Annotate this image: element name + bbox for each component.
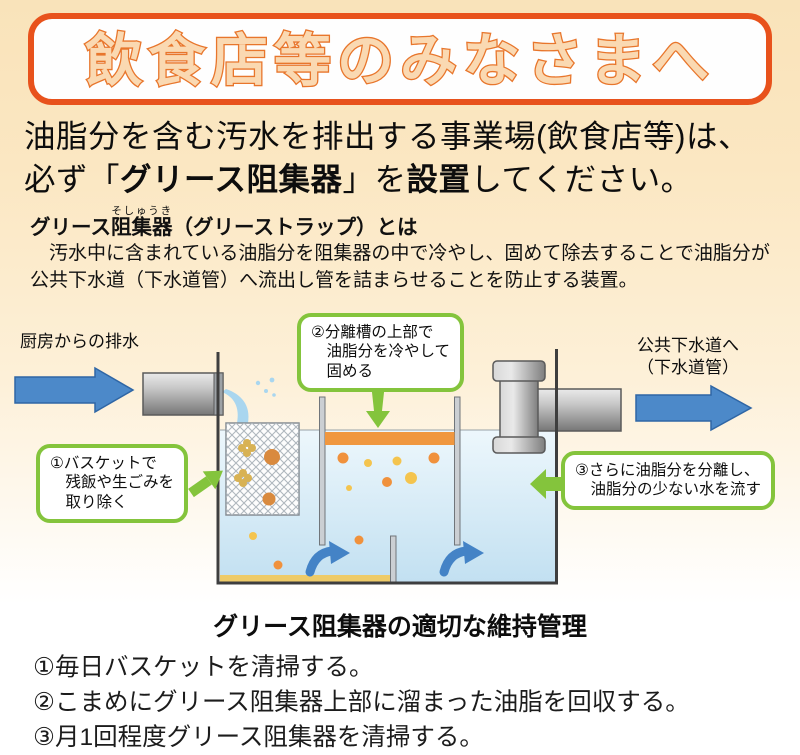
definition-heading-pre: グリース — [30, 215, 111, 239]
lead-line1-text: 油脂分を含む汚水を排出する事業場(飲食店等)は、 — [24, 118, 750, 154]
lead-line2-seg: 必ず「 — [24, 160, 121, 197]
definition-heading: グリース阻集器そしゅうき（グリーストラップ）とは — [30, 205, 800, 240]
lead-statement-line1: 油脂分を含む汚水を排出する事業場(飲食店等)は、 — [24, 115, 800, 158]
callout-basket-arrow — [188, 470, 223, 497]
basket-debris — [234, 438, 280, 506]
lead-statement: 油脂分を含む汚水を排出する事業場(飲食店等)は、 必ず「グリース阻集器」を設置し… — [24, 115, 800, 201]
maintenance-list: ①毎日バスケットを清掃する。 ②こまめにグリース阻集器上部に溜まった油脂を回収す… — [33, 650, 800, 755]
maintenance-title: グリース阻集器の適切な維持管理 — [213, 612, 587, 641]
maintenance-item-3: ③月1回程度グリース阻集器を清掃する。 — [33, 723, 484, 751]
definition-section: グリース阻集器そしゅうき（グリーストラップ）とは 汚水中に含まれている油脂分を阻… — [30, 205, 800, 295]
kitchen-drain-label: 厨房からの排水 — [20, 331, 139, 351]
grease-trap-ruby: 阻集器そしゅうき — [110, 205, 173, 239]
baffle-plate-left — [319, 396, 326, 546]
bottom-partition — [390, 535, 397, 585]
diagram-canvas — [14, 348, 753, 585]
baffle-plate-right — [454, 396, 461, 546]
water-splash — [222, 377, 276, 423]
flow-arrow-right — [439, 540, 484, 577]
callout-separate: ③さらに油脂分を分離し、 油脂分の少ない水を流す — [561, 450, 776, 510]
lead-line2-grease-trap: グリース阻集器 — [120, 160, 343, 197]
title-banner: 飲食店等のみなさまへ — [28, 13, 772, 105]
inlet-flow-arrow — [14, 366, 135, 413]
grease-layer — [325, 431, 455, 445]
callout-cool-arrow — [366, 382, 390, 428]
callout-separate-arrow — [530, 468, 566, 499]
lead-line2-seg: 」を — [342, 160, 407, 197]
maintenance-section: グリース阻集器の適切な維持管理 ①毎日バスケットを清掃する。 ②こまめにグリース… — [0, 607, 800, 755]
lead-line2-seg: してください。 — [470, 160, 693, 197]
outlet-t-pipe — [492, 359, 622, 454]
grease-trap-diagram: 厨房からの排水 公共下水道へ （下水道管） ①バスケットで 残飯や生ごみを 取り… — [0, 307, 800, 599]
definition-body: 汚水中に含まれている油脂分を阻集器の中で冷やし、固めて除去することで油脂分が 公… — [30, 242, 770, 291]
page-title: 飲食店等のみなさまへ — [85, 29, 715, 93]
maintenance-item-1: ①毎日バスケットを清掃する。 — [33, 653, 374, 681]
ruby-furigana: そしゅうき — [110, 204, 173, 217]
callout-basket: ①バスケットで 残飯や生ごみを 取り除く — [36, 443, 189, 523]
title-banner-canvas: 飲食店等のみなさまへ — [84, 28, 715, 95]
grease-dots — [249, 452, 440, 570]
lead-statement-line2: 必ず「グリース阻集器」を設置してください。 — [24, 158, 800, 201]
outlet-flow-arrow — [635, 384, 753, 431]
sediment-layer — [220, 574, 392, 584]
ruby-base: 阻集器 — [110, 215, 173, 239]
maintenance-item-2: ②こまめにグリース阻集器上部に溜まった油脂を回収する。 — [33, 688, 690, 716]
tank-outline — [216, 348, 558, 585]
basket — [225, 421, 300, 516]
public-sewer-label: 公共下水道へ （下水道管） — [637, 335, 739, 377]
callout-cool: ②分離槽の上部で 油脂分を冷やして 固める — [297, 312, 465, 392]
inlet-pipe — [142, 371, 224, 416]
flow-arrow-left — [305, 540, 350, 577]
lead-line2-install: 設置 — [406, 160, 471, 197]
definition-heading-post: （グリーストラップ）とは — [172, 215, 418, 239]
